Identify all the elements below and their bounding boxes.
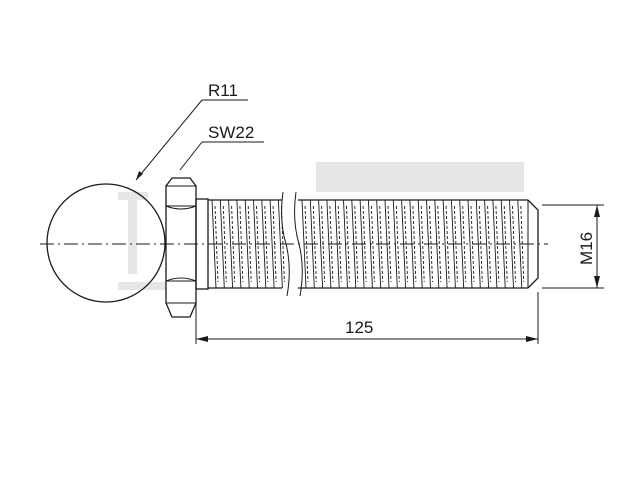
leader-r11 — [135, 99, 248, 181]
thread-root — [470, 205, 475, 283]
thread-crest — [318, 199, 324, 289]
thread-root — [362, 205, 367, 283]
hex-nut — [165, 177, 197, 318]
thread-root — [453, 205, 458, 283]
thread-root — [512, 205, 516, 283]
thread-crest — [343, 199, 348, 289]
thread-crest — [244, 199, 250, 289]
dimension-length — [195, 292, 539, 344]
thread-crest — [517, 199, 523, 289]
thread-root — [214, 205, 219, 283]
thread-root — [337, 205, 342, 283]
label-thread: M16 — [577, 232, 596, 265]
thread-root — [329, 205, 334, 283]
thread-root — [445, 205, 450, 283]
thread-root — [264, 205, 269, 283]
leader-sw22 — [179, 141, 264, 171]
label-hex-size: SW22 — [208, 123, 254, 142]
thread-root — [239, 205, 244, 283]
thread-crest — [417, 199, 423, 289]
thread-root — [412, 205, 417, 283]
thread-crest — [253, 199, 258, 289]
thread-crest — [509, 199, 514, 289]
thread-root — [379, 205, 384, 283]
thread-root — [395, 205, 400, 283]
thread-root — [247, 205, 252, 283]
thread-root — [420, 205, 425, 283]
watermark — [118, 162, 524, 290]
thread-root — [256, 205, 260, 283]
dimension-thread — [542, 204, 604, 289]
thread-root — [478, 205, 483, 283]
thread-root — [429, 205, 433, 283]
thread-crest — [492, 199, 498, 289]
thread-root — [272, 205, 277, 283]
thread-crest — [219, 199, 225, 289]
thread-root — [346, 205, 350, 283]
thread-root — [222, 205, 227, 283]
thread-crest — [467, 199, 473, 289]
thread-root — [304, 205, 309, 283]
thread-root — [495, 205, 500, 283]
thread-crest — [484, 199, 490, 289]
thread-root — [503, 205, 508, 283]
thread-root — [520, 205, 525, 283]
thread-root — [387, 205, 392, 283]
thread-root — [231, 205, 236, 283]
thread-crest — [269, 199, 275, 289]
thread-root — [437, 205, 442, 283]
thread-root — [321, 205, 326, 283]
label-length: 125 — [345, 318, 373, 337]
thread-root — [462, 205, 467, 283]
thread-root — [312, 205, 317, 283]
label-ball-radius: R11 — [208, 81, 238, 100]
thread-root — [404, 205, 409, 283]
thread-root — [354, 205, 359, 283]
thread-crest — [442, 199, 448, 289]
thread-crest — [228, 199, 234, 289]
ball-head — [46, 183, 166, 303]
thread-root — [487, 205, 492, 283]
thread-root — [370, 205, 375, 283]
